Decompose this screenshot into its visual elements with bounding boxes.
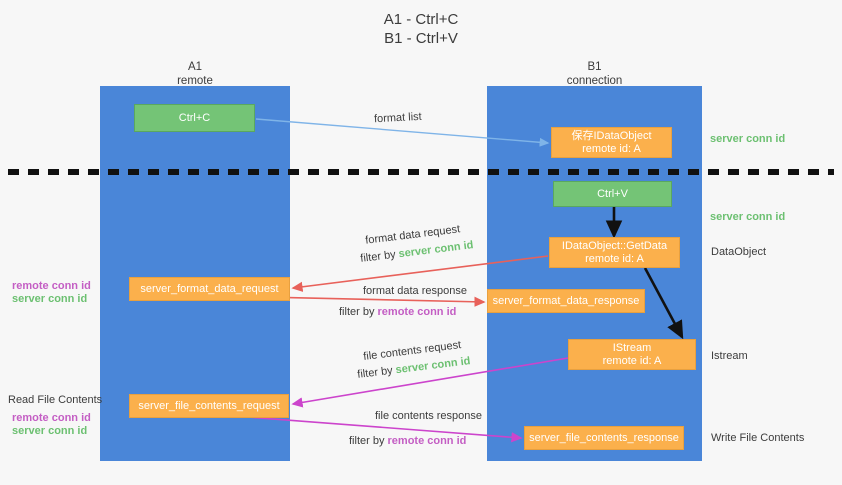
filter-prefix: filter by [356,364,397,381]
filter-prefix: filter by [349,435,388,447]
box-server-file-contents-response[interactable]: server_file_contents_response [524,426,684,450]
box-idataobject-getdata[interactable]: IDataObject::GetData remote id: A [549,237,680,268]
box-istream-line2: remote id: A [602,354,662,367]
box-server-format-data-response[interactable]: server_format_data_response [487,289,645,313]
box-istream[interactable]: IStream remote id: A [568,339,696,370]
box-ctrl-c-label: Ctrl+C [178,111,211,124]
box-getdata-line2: remote id: A [585,252,644,265]
filter-value-remote-conn-id: remote conn id [387,435,467,447]
annotation-server-conn-id-top: server conn id [710,133,786,145]
box-save-idataobject-line2: remote id: A [582,142,641,155]
box-getdata-line1: IDataObject::GetData [561,239,668,252]
filter-prefix: filter by [339,306,378,318]
lane-header-a1: A1 remote [100,60,290,88]
filter-value-remote-conn-id: remote conn id [377,306,457,318]
box-server-file-contents-response-label: server_file_contents_response [529,431,679,444]
lane-b1-sub: connection [566,75,623,87]
edge-label-file-contents-response-filter: filter by remote conn id [349,434,466,448]
box-save-idataobject[interactable]: 保存IDataObject remote id: A [551,127,672,158]
title-line-2: B1 - Ctrl+V [384,30,458,47]
lane-a1-sub: remote [177,75,213,87]
lane-b1-name: B1 [587,61,602,73]
edge-label-file-contents-response: file contents response [375,410,483,422]
annotation-server-conn-id-mid: server conn id [710,211,786,223]
annotation-write-file-contents: Write File Contents [711,432,805,444]
annotation-remote-conn-id-lower: remote conn id [12,412,91,424]
edge-label-format-data-response-filter: filter by remote conn id [339,305,456,319]
box-server-file-contents-request[interactable]: server_file_contents_request [129,394,289,418]
box-server-format-data-request[interactable]: server_format_data_request [129,277,290,301]
box-ctrl-v[interactable]: Ctrl+V [553,181,672,207]
annotation-istream: Istream [711,350,748,362]
filter-prefix: filter by [359,248,400,265]
box-server-file-contents-request-label: server_file_contents_request [138,399,280,412]
box-server-format-data-request-label: server_format_data_request [140,282,279,295]
box-istream-line1: IStream [612,341,652,354]
box-ctrl-c[interactable]: Ctrl+C [134,104,255,132]
lane-a1-name: A1 [187,61,203,73]
box-save-idataobject-line1: 保存IDataObject [571,129,652,142]
edge-label-format-data-response: format data response [363,285,467,297]
annotation-dataobject: DataObject [711,246,767,258]
annotation-server-conn-id-upper: server conn id [12,293,88,305]
annotation-remote-conn-id-upper: remote conn id [12,280,91,292]
diagram-title: A1 - Ctrl+C B1 - Ctrl+V [0,10,842,48]
lane-header-b1: B1 connection [487,60,702,88]
box-server-format-data-response-label: server_format_data_response [492,294,640,307]
box-ctrl-v-label: Ctrl+V [597,187,628,200]
annotation-read-file-contents: Read File Contents [8,394,103,406]
annotation-server-conn-id-lower: server conn id [12,425,88,437]
title-line-1: A1 - Ctrl+C [383,11,459,28]
edge-label-format-list: format list [373,110,422,126]
